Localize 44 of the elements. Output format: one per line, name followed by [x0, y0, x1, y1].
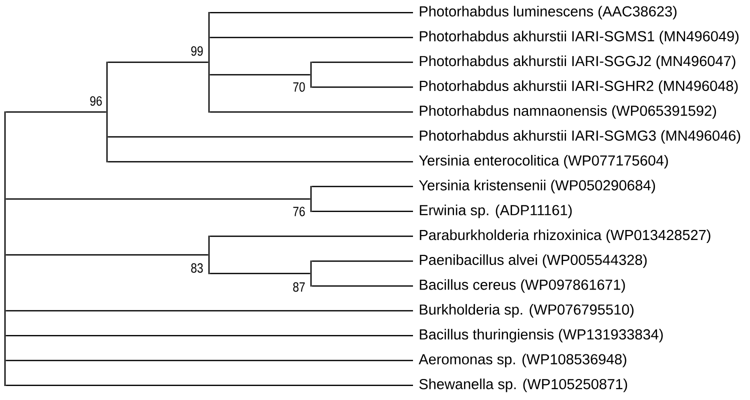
- branch-line: [210, 12, 413, 14]
- taxon-label: Paraburkholderia rhizoxinica (WP013428527): [420, 230, 710, 244]
- taxon-label: Yersinia kristensenii (WP050290684): [419, 180, 655, 194]
- taxon-label: Photorhabdus akhurstii IARI-SGGJ2 (MN496047): [420, 56, 736, 70]
- branch-line: [6, 198, 310, 200]
- branch-line: [6, 360, 413, 362]
- taxon-label: Burkholderia sp. (WP076795510): [420, 304, 634, 318]
- branch-line: [108, 136, 413, 138]
- branch-line: [210, 272, 310, 274]
- taxon-label: Paenibacillus alvei (WP005544328): [420, 254, 647, 268]
- branch-line: [210, 236, 413, 237]
- branch-line: [312, 86, 413, 88]
- bootstrap-value: 87: [293, 282, 305, 292]
- taxon-label: Yersinia enterocolitica (WP077175604): [419, 154, 668, 168]
- branch-line: [6, 254, 208, 256]
- branch-line: [312, 285, 413, 287]
- branch-line: [6, 335, 413, 336]
- taxon-label: Photorhabdus namnaonensis (WP065391592): [420, 105, 716, 119]
- branch-line: [6, 111, 106, 113]
- taxon-label: Erwinia sp. (ADP11161): [420, 204, 572, 218]
- branch-line: [210, 111, 413, 113]
- branch-line: [312, 62, 413, 63]
- branch-line: [312, 186, 413, 188]
- branch-line: [210, 74, 310, 76]
- bootstrap-value: 70: [293, 82, 305, 92]
- taxon-label: Photorhabdus akhurstii IARI-SGMG3 (MN496046): [420, 130, 740, 144]
- branch-line: [108, 161, 413, 162]
- branch-line: [210, 36, 413, 38]
- taxon-label: Photorhabdus akhurstii IARI-SGMS1 (MN496049): [420, 30, 739, 44]
- branch-line: [108, 62, 208, 63]
- bootstrap-value: 99: [191, 46, 203, 56]
- taxon-label: Bacillus thuringiensis (WP131933834): [420, 328, 663, 342]
- taxon-label: Aeromonas sp. (WP108536948): [418, 354, 626, 368]
- bootstrap-value: 76: [293, 206, 305, 216]
- taxon-label: Photorhabdus akhurstii IARI-SGHR2 (MN496048): [420, 80, 738, 94]
- bootstrap-value: 83: [191, 263, 203, 273]
- taxon-label: Bacillus cereus (WP097861671): [420, 279, 625, 293]
- bootstrap-value: 96: [90, 96, 102, 106]
- branch-line: [6, 384, 413, 386]
- branch-line: [6, 310, 413, 312]
- taxon-label: Shewanella sp. (WP105250871): [419, 378, 628, 392]
- branch-line: [312, 260, 413, 262]
- branch-line: [312, 210, 413, 212]
- taxon-label: Photorhabdus luminescens (AAC38623): [420, 6, 676, 20]
